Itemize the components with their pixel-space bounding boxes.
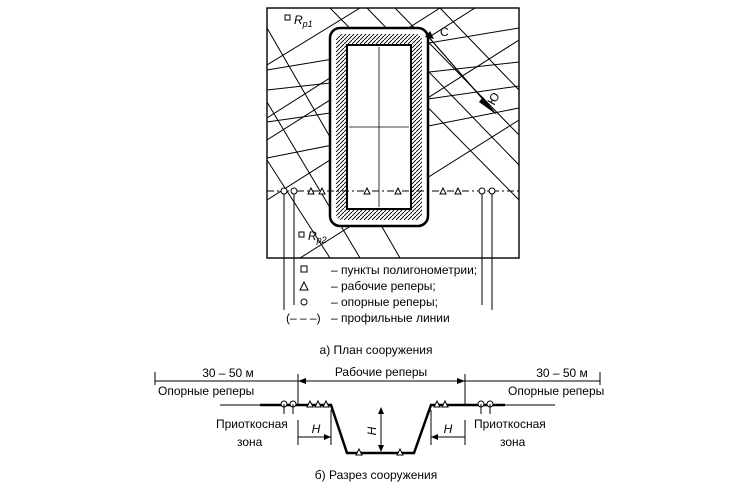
legend-dash-symbol: (– – –) — [286, 311, 321, 325]
right-distance-label: 30 – 50 м — [536, 366, 588, 380]
square-legend-icon — [300, 265, 308, 273]
support-benchmarks — [280, 187, 496, 195]
triangle-legend-icon — [299, 280, 309, 291]
svg-text:Rp1: Rp1 — [294, 13, 313, 29]
plan-legend: – пункты полигонометрии; – рабочие репер… — [286, 263, 477, 325]
working-benchmarks-label: Рабочие реперы — [335, 365, 427, 379]
left-support-label: Опорные реперы — [158, 384, 254, 398]
working-benchmarks — [307, 186, 462, 195]
south-label: Ю — [484, 90, 502, 108]
right-zone-label-1: Приоткосная — [474, 417, 546, 431]
section-support-stems — [283, 404, 491, 414]
section-view: 30 – 50 м 30 – 50 м Опорные реперы Опорн… — [154, 365, 604, 482]
plan-frame — [266, 7, 520, 259]
benchmark-bottom-sub: p2 — [316, 235, 327, 245]
square-marker-icon — [298, 231, 305, 238]
h-center-label: H — [365, 426, 379, 435]
polygonometry-point-bottom: Rp2 — [298, 229, 327, 245]
profile-lines-vertical — [283, 191, 493, 310]
structure-outline — [328, 26, 430, 228]
dimension-lines — [154, 372, 601, 406]
plan-view: С Ю Rp1 Rp2 — [266, 7, 520, 357]
legend-item-profile-lines: – профильные линии — [331, 311, 450, 325]
benchmark-top-label: R — [294, 13, 303, 27]
left-zone-label-2: зона — [237, 435, 263, 449]
legend-item-support-benchmarks: – опорные реперы; — [331, 295, 438, 309]
right-zone-label-2: зона — [500, 435, 526, 449]
circle-legend-icon — [300, 298, 308, 306]
benchmark-bottom-label: R — [308, 229, 317, 243]
legend-item-working-benchmarks: – рабочие реперы; — [331, 279, 436, 293]
svg-text:Rp2: Rp2 — [308, 229, 327, 245]
benchmark-top-sub: p1 — [302, 19, 313, 29]
polygonometry-point-top: Rp1 — [284, 13, 313, 29]
left-distance-label: 30 – 50 м — [202, 366, 254, 380]
square-marker-icon — [284, 14, 291, 21]
section-working-benchmarks — [306, 399, 449, 456]
left-zone-label-1: Приоткосная — [216, 417, 288, 431]
north-label: С — [440, 25, 449, 39]
h-left-label: H — [312, 422, 321, 436]
orientation-arrow: С Ю — [425, 25, 503, 115]
section-caption: б) Разрез сооружения — [315, 468, 437, 482]
plan-caption: а) План сооружения — [320, 343, 433, 357]
legend-item-polygonometry: – пункты полигонометрии; — [331, 263, 477, 277]
slope-zone-dimensions — [297, 407, 466, 452]
h-right-label: H — [444, 422, 453, 436]
right-support-label: Опорные реперы — [508, 384, 604, 398]
